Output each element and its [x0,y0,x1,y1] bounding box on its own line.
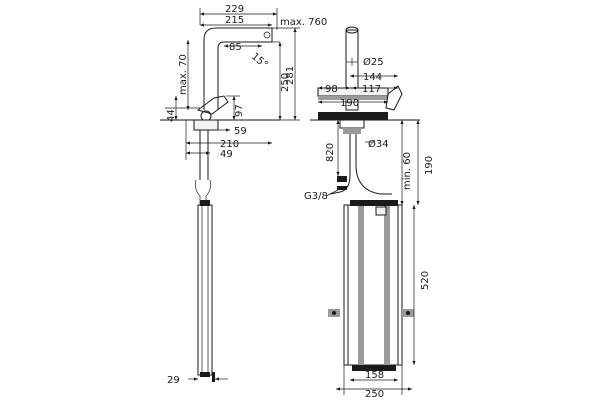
dim-250: 250 [280,73,291,92]
dim-49: 49 [220,149,233,160]
right-view-dimension-labels: Ø25 144 98 117 190 Ø34 820 min. 60 190 G… [304,56,435,400]
dim-190-side: 190 [424,156,435,175]
dim-29: 29 [167,375,180,386]
dim-min-60: min. 60 [402,152,413,190]
dim-820: 820 [325,143,336,162]
dim-520: 520 [420,271,431,290]
dim-229: 229 [225,4,244,15]
dim-158: 158 [365,370,384,381]
dim-diameter-25: Ø25 [363,56,384,68]
dim-max-760: max. 760 [280,17,327,28]
dim-15-deg: 15° [249,51,270,71]
faucet-front-view [310,26,420,395]
dim-190-top: 190 [340,98,359,109]
dim-g38: G3/8 [304,191,328,202]
dim-215: 215 [225,15,244,26]
dim-98: 98 [325,84,338,95]
dim-max-70: max. 70 [178,54,189,95]
dim-250-bottom: 250 [365,389,384,400]
faucet-side-view [160,8,300,382]
dim-44: 44 [166,109,177,122]
dim-diameter-34: Ø34 [368,138,389,150]
dim-281: 281 [285,66,296,85]
dim-144: 144 [363,72,382,83]
dim-59: 59 [234,126,247,137]
dim-97: 97 [234,104,245,117]
dim-117: 117 [362,84,381,95]
dim-210: 210 [220,139,239,150]
dim-85: 85 [229,42,242,53]
